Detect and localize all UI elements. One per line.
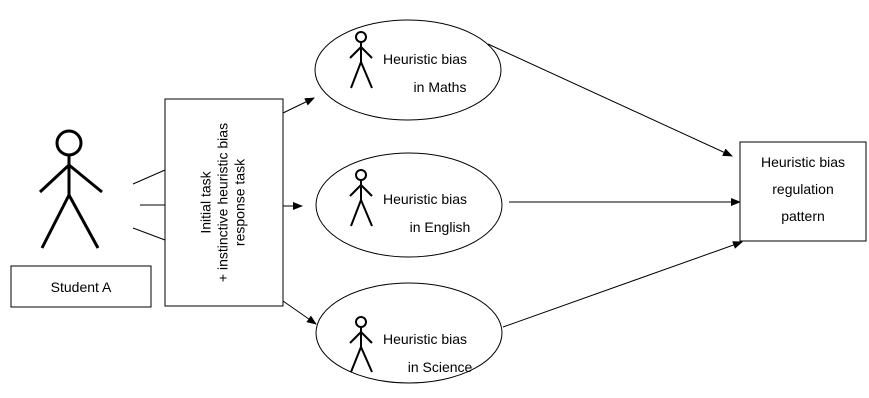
task-arrows <box>282 97 317 325</box>
person-icon <box>349 169 373 227</box>
task-box: Initial task + instinctive heuristic bia… <box>164 98 284 307</box>
outcome-box: Heuristic bias regulation pattern <box>739 141 867 242</box>
subject-science-line-1: Heuristic bias <box>383 331 467 347</box>
subject-english-line-2: in English <box>410 219 471 235</box>
arrow-maths-to-outcome <box>487 43 733 157</box>
person-icon <box>349 316 373 373</box>
subject-science-line-2: in Science <box>408 359 473 375</box>
outcome-line-1: Heuristic bias <box>761 154 845 170</box>
outcome-line-3: pattern <box>781 208 825 224</box>
student-connectors <box>132 169 166 241</box>
arrow-science-to-outcome <box>502 241 743 328</box>
subject-science: Heuristic bias in Science <box>315 282 503 384</box>
arrow-task-to-maths <box>282 97 315 114</box>
student-box: Student A <box>10 265 152 308</box>
subject-english: Heuristic bias in English <box>315 152 503 258</box>
outcome-line-2: regulation <box>772 181 834 197</box>
arrow-task-to-science <box>282 300 317 325</box>
outcome-arrows <box>487 43 743 328</box>
subject-maths-line-1: Heuristic bias <box>383 51 467 67</box>
task-line-3: response task <box>232 158 248 246</box>
task-line-1: Initial task <box>198 170 214 233</box>
subject-maths: Heuristic bias in Maths <box>314 19 502 121</box>
student-label: Student A <box>51 279 112 295</box>
person-icon <box>349 31 373 89</box>
student-figure-icon <box>38 129 103 249</box>
subject-maths-line-2: in Maths <box>414 79 467 95</box>
task-line-2: + instinctive heuristic bias <box>215 123 231 282</box>
subject-english-line-1: Heuristic bias <box>383 191 467 207</box>
